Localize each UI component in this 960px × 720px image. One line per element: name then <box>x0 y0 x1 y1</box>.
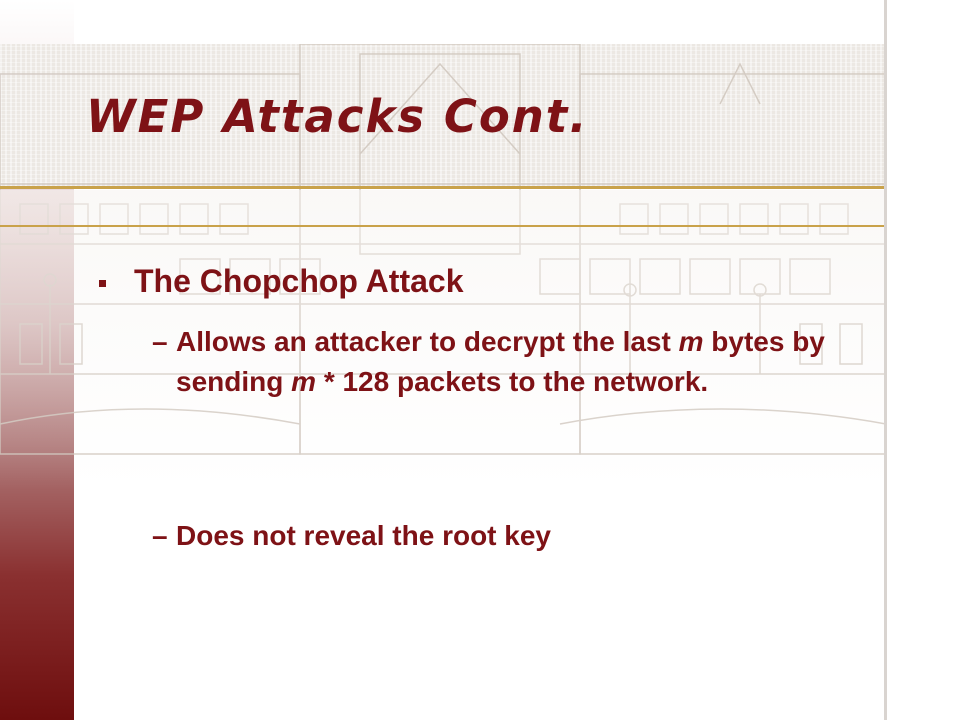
variable-m: m <box>678 326 704 357</box>
sub-bullet-dash: – <box>152 520 168 551</box>
sub-bullet-text-part: bytes by sending <box>176 326 825 397</box>
sub-bullet-text: Allows an attacker to decrypt the last m… <box>176 322 876 402</box>
sub-bullet-dash: – <box>152 326 168 357</box>
title-underline <box>0 186 886 189</box>
header-bottom-line <box>0 225 886 227</box>
variable-m: m <box>291 366 317 397</box>
bullet-square-icon <box>99 280 106 287</box>
right-border-line <box>884 0 887 720</box>
sub-bullet-text-part: Allows an attacker to decrypt the last <box>176 326 671 357</box>
sub-bullet-text: Does not reveal the root key <box>176 520 552 551</box>
sketch-fade <box>0 190 886 490</box>
slide-title: WEP Attacks Cont. <box>86 90 589 143</box>
sub-bullet-text-part: * 128 packets to the network. <box>323 366 709 397</box>
bullet-heading: The Chopchop Attack <box>134 263 464 299</box>
